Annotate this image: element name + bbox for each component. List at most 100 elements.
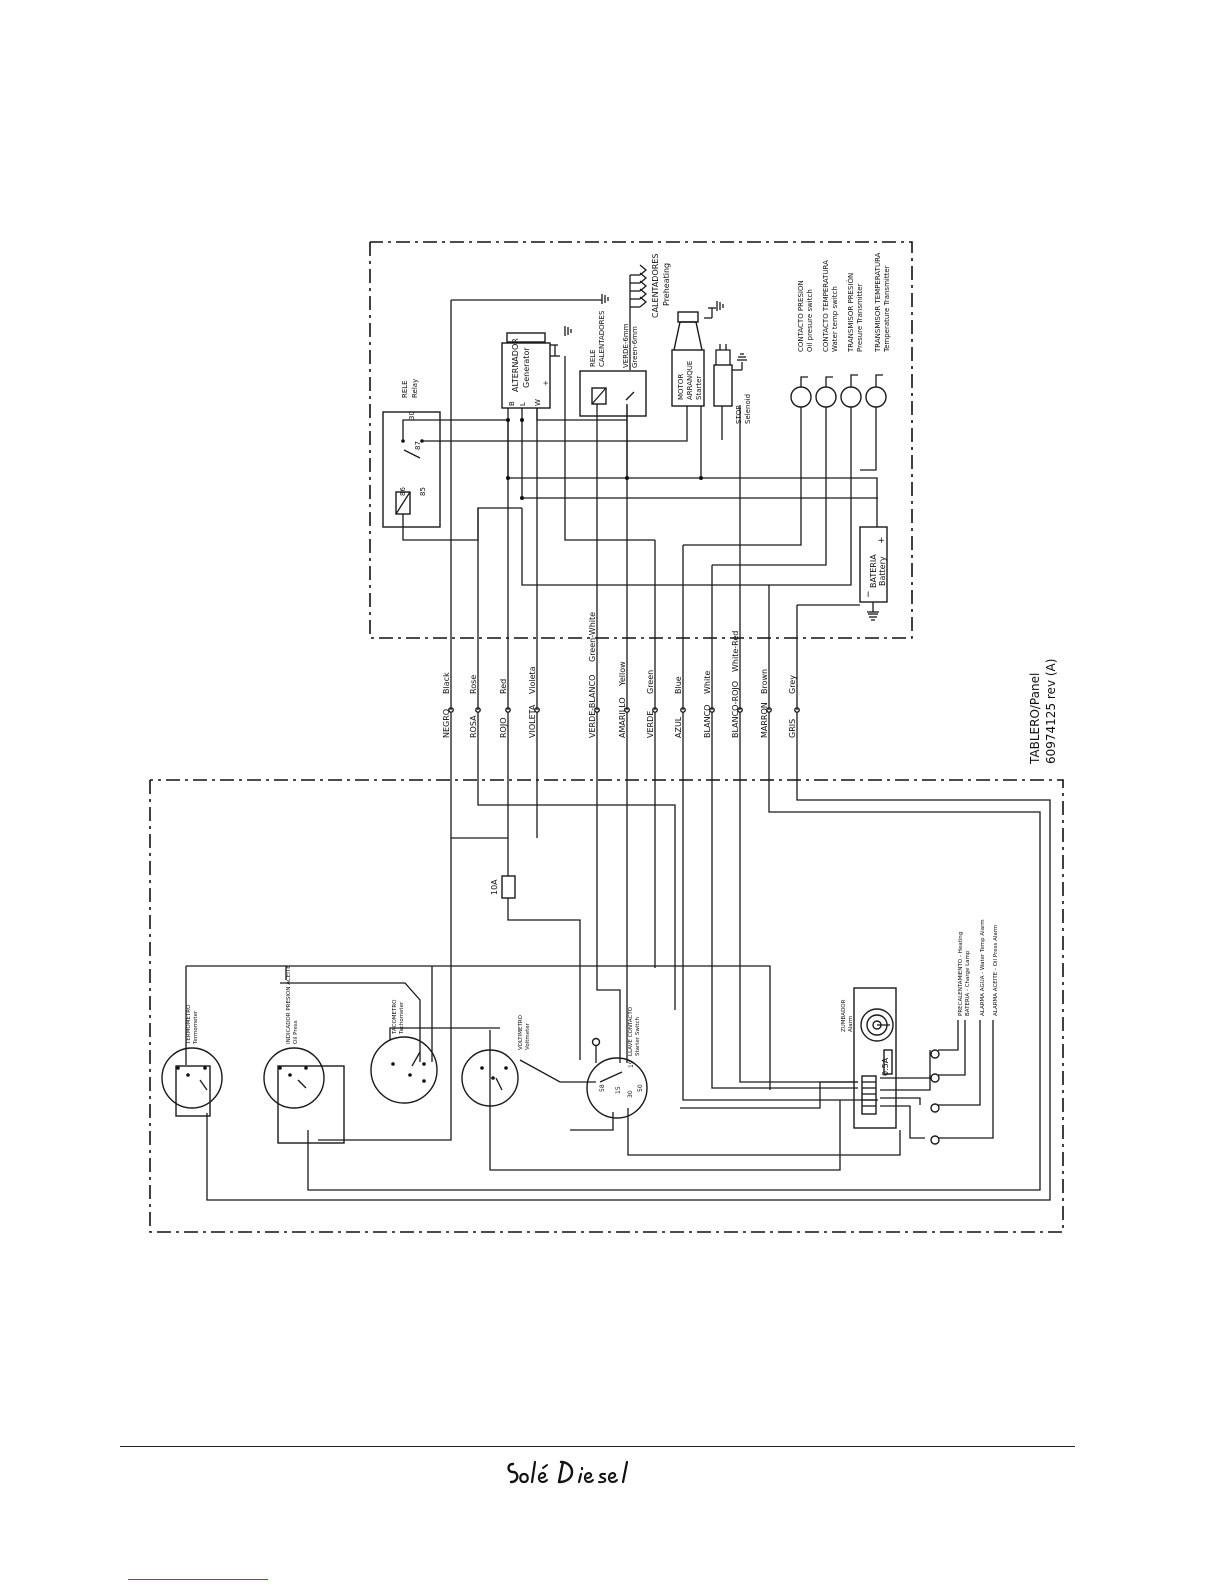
wire-label-red-en: Red	[499, 679, 508, 694]
switch-pin-19: 19	[628, 1060, 635, 1068]
relay-pin-87: 87	[414, 441, 422, 450]
wires-engine	[402, 299, 878, 710]
gauge-2-es: INDICADOR PRESION ACEITE	[286, 965, 292, 1044]
heater-relay-label-es2: CALENTADORES	[598, 310, 606, 367]
heaters-label-en: Preheating	[662, 263, 671, 306]
gauge-2-en: Oil Press	[293, 1020, 299, 1044]
heater-wire-es: VERDE-6mm	[622, 323, 630, 368]
gauge-voltmeter: VOLTIMETRO Voltmeter	[461, 1014, 531, 1107]
footer-rule	[120, 1446, 1075, 1447]
wire-label-white-en: White	[703, 671, 712, 694]
heater-relay-label-es: RELE	[589, 349, 597, 367]
sensor-3-es: TRANSMISOR PRESIÓN	[846, 273, 855, 353]
stop-solenoid: STOP Selenoid	[713, 344, 752, 424]
indicator-lamps: PRECALENTAMIENTO - Heating BATERIA - Cha…	[930, 919, 999, 1145]
alternator-pin-b: B	[508, 401, 516, 406]
fuse-10a-label: 10A	[490, 879, 499, 895]
wire-label-violeta: VIOLETA	[528, 704, 537, 738]
starter-label-en: Starter	[695, 376, 703, 400]
wire-label-black: NEGRO	[442, 709, 451, 738]
relay: 30 87 86 85 RELE Relay	[382, 379, 441, 528]
starter-label-es: MOTOR	[677, 374, 685, 400]
heaters-label-es: CALENTADORES	[651, 254, 660, 318]
stop-label-en: Selenoid	[744, 394, 752, 424]
relay-pin-85: 85	[419, 487, 427, 496]
gauge-3-es: TACOMETRO	[392, 999, 398, 1035]
sole-diesel-logo	[507, 1460, 629, 1484]
switch-pin-58: 58	[599, 1084, 606, 1092]
relay-pin-30: 30	[408, 411, 416, 420]
sensor-4-en: Temperature Transmitter	[883, 265, 891, 353]
alternator-label-es: ALTERNADOR	[511, 338, 520, 392]
wire-label-green-en: Green	[646, 670, 655, 694]
battery-plus: +	[877, 536, 887, 544]
battery-minus: −	[864, 590, 874, 598]
battery-label-en: Battery	[878, 556, 887, 586]
battery-label-es: BATERIA	[869, 554, 878, 588]
panel-title: TABLERO/Panel 60974125 rev (A)	[1028, 659, 1058, 765]
alternator-pin-plus: +	[542, 380, 550, 386]
wire-label-yellow: AMARILLO	[618, 697, 627, 738]
alternator-label-en: Generator	[522, 347, 531, 388]
alternator-pin-w: W	[534, 399, 542, 406]
relay-pin-86: 86	[399, 487, 407, 496]
wire-label-blue-en: Blue	[674, 676, 683, 694]
alternator: ALTERNADOR Generator B L W +	[501, 332, 560, 409]
heater-wire-en: Green-6mm	[631, 326, 639, 368]
engine-frame	[369, 241, 913, 639]
starter-switch: 19 50 30 15 58 LLAVE CONTACTO Starter Sw…	[586, 1006, 648, 1119]
wire-label-black-en: Black	[442, 672, 451, 694]
wire-label-grey: GRIS	[788, 719, 797, 738]
panel-part-number: 60974125 rev (A)	[1044, 659, 1058, 764]
junction-dots	[506, 418, 703, 500]
wire-label-brown-en: Brown	[760, 669, 769, 694]
fuse-10a: 10A	[490, 875, 516, 899]
wires-panel	[185, 712, 1051, 1201]
gauge-termometer: TERMOMETRO Termometer	[161, 1004, 223, 1117]
wire-label-white-red-en: White-Red	[731, 631, 740, 672]
lamp-4-label: ALARMA ACEITE - Oil Press Alarm	[993, 925, 999, 1016]
lamp-3-label: ALARMA AGUA - Water Temp Alarm	[980, 919, 986, 1016]
starter-label-es2: ARRANQUE	[686, 361, 694, 400]
wire-label-white: BLANCO	[703, 705, 712, 738]
alarm-label-en: Alarm	[848, 1016, 854, 1032]
sensor-1-en: Oil presure switch	[806, 289, 814, 352]
wire-label-rose: ROSA	[469, 715, 478, 738]
starter-motor: MOTOR ARRANQUE Starter	[671, 307, 716, 407]
bottom-link-underline	[128, 1579, 268, 1580]
sensor-4-es: TRANSMISOR TEMPERATURA	[874, 252, 882, 353]
gauge-3-en: Tachometer	[399, 1001, 405, 1035]
sensor-3-en: Presure Transmitter	[856, 283, 864, 352]
ground-symbols	[564, 294, 878, 621]
wire-label-green: VERDE	[646, 711, 655, 738]
heaters: CALENTADORES Preheating	[629, 254, 671, 370]
fuse-05a-label: 0.5A	[881, 1057, 890, 1076]
battery: BATERIA Battery − +	[859, 526, 888, 613]
relay-label-en: Relay	[411, 379, 419, 398]
stop-label-es: STOP	[735, 406, 743, 424]
alarm-label-es: ZUMBADOR	[841, 999, 847, 1032]
panel-frame	[149, 779, 1064, 1233]
starter-switch-label-es: LLAVE CONTACTO	[628, 1006, 634, 1056]
wire-label-grey-en: Grey	[788, 675, 797, 694]
gauge-oil-pressure: INDICADOR PRESION ACEITE Oil Press	[263, 965, 345, 1144]
relay-label-es: RELE	[401, 380, 409, 398]
heater-relay: RELE CALENTADORES VERDE-6mm Green-6mm	[579, 310, 647, 417]
wire-label-rose-en: Rose	[469, 675, 478, 694]
wire-label-white-red: BLANCO-ROJO	[731, 681, 740, 738]
wire-label-violeta-en: Violeta	[528, 666, 537, 694]
switch-pin-15: 15	[615, 1086, 622, 1094]
switch-pin-30: 30	[627, 1090, 634, 1098]
sensor-2-es: CONTACTO TEMPERATURA	[822, 260, 830, 352]
sensor-1-es: CONTACTO PRESION	[797, 280, 805, 352]
panel-title-text: TABLERO/Panel	[1028, 673, 1042, 765]
gauge-tachometer: TACOMETRO Tachometer	[370, 999, 438, 1104]
gauge-4-es: VOLTIMETRO	[518, 1014, 524, 1050]
alternator-pin-l: L	[519, 402, 527, 406]
wire-label-green-white: VERDE-BLANCO	[588, 675, 597, 738]
wire-label-yellow-en: Yellow	[618, 661, 627, 687]
sensors: CONTACTO PRESION Oil presure switch CONT…	[790, 252, 891, 408]
gauge-4-en: Voltmeter	[525, 1022, 531, 1050]
